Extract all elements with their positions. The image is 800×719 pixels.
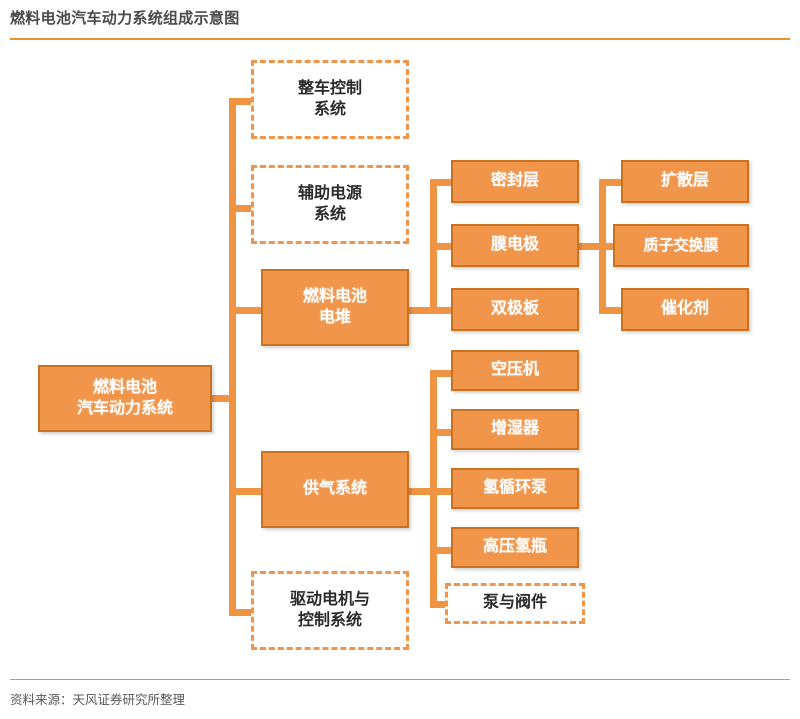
node-pumps-and-valves-label: 泵与阀件 xyxy=(482,594,547,612)
node-proton-exchange-membrane[interactable]: 质子交换膜 xyxy=(613,224,749,267)
node-hydrogen-circulation-pump-label: 氢循环泵 xyxy=(482,479,547,497)
node-bipolar-plate[interactable]: 双极板 xyxy=(451,288,579,331)
connector-right-trunk-to-catalyst xyxy=(599,307,623,314)
node-catalyst[interactable]: 催化剂 xyxy=(621,288,749,331)
node-membrane-electrode-label: 膜电极 xyxy=(490,236,539,254)
node-auxiliary-power-label: 辅助电源 系统 xyxy=(297,185,362,223)
node-vehicle-control[interactable]: 整车控制 系统 xyxy=(251,60,409,139)
node-air-compressor-label: 空压机 xyxy=(490,361,539,379)
source-note: 资料来源：天风证券研究所整理 xyxy=(10,693,186,707)
node-bipolar-plate-label: 双极板 xyxy=(490,300,539,318)
node-sealing-layer[interactable]: 密封层 xyxy=(451,160,579,203)
node-fuel-cell-stack[interactable]: 燃料电池 电堆 xyxy=(261,269,409,346)
connector-trunk-to-auxiliary-power xyxy=(229,205,257,212)
node-gas-supply-label: 供气系统 xyxy=(302,480,367,498)
connector-main-trunk xyxy=(229,98,236,616)
connector-trunk-to-drive-motor xyxy=(229,609,257,616)
node-catalyst-label: 催化剂 xyxy=(660,300,709,318)
connector-subtrunk-to-pumps-valves xyxy=(430,601,453,608)
connector-subtrunk-to-membrane-electrode xyxy=(430,243,453,250)
connector-trunk-to-fuel-cell-stack xyxy=(229,307,262,314)
connector-root-to-trunk xyxy=(210,395,236,402)
header-divider xyxy=(10,38,790,40)
page-title: 燃料电池汽车动力系统组成示意图 xyxy=(10,10,240,27)
node-hydrogen-circulation-pump[interactable]: 氢循环泵 xyxy=(451,468,579,509)
node-fuel-cell-stack-label: 燃料电池 电堆 xyxy=(302,288,367,326)
connector-subtrunk-to-air-compressor xyxy=(430,370,453,377)
node-root-label: 燃料电池 汽车动力系统 xyxy=(76,379,173,417)
connector-subtrunk-to-hydrogen-pump xyxy=(430,488,453,495)
connector-right-trunk-to-diffusion-layer xyxy=(599,179,623,186)
connector-gas-to-subtrunk xyxy=(409,488,437,495)
node-gas-supply[interactable]: 供气系统 xyxy=(261,451,409,528)
node-proton-exchange-membrane-label: 质子交换膜 xyxy=(643,236,719,254)
node-diffusion-layer[interactable]: 扩散层 xyxy=(621,160,749,203)
node-sealing-layer-label: 密封层 xyxy=(490,172,539,190)
node-drive-motor[interactable]: 驱动电机与 控制系统 xyxy=(251,571,409,650)
connector-subtrunk-to-bipolar-plate xyxy=(430,307,453,314)
node-vehicle-control-label: 整车控制 系统 xyxy=(297,80,362,118)
connector-mea-to-right-trunk xyxy=(578,243,606,250)
connector-right-trunk-to-pem xyxy=(599,243,623,250)
connector-trunk-to-vehicle-control xyxy=(229,98,257,105)
node-diffusion-layer-label: 扩散层 xyxy=(660,172,709,190)
node-root[interactable]: 燃料电池 汽车动力系统 xyxy=(38,365,212,432)
connector-stack-to-subtrunk xyxy=(409,307,437,314)
node-humidifier[interactable]: 增湿器 xyxy=(451,409,579,450)
node-high-pressure-hydrogen-tank-label: 高压氢瓶 xyxy=(482,538,547,556)
node-drive-motor-label: 驱动电机与 控制系统 xyxy=(289,591,370,629)
node-pumps-and-valves[interactable]: 泵与阀件 xyxy=(445,583,585,624)
node-auxiliary-power[interactable]: 辅助电源 系统 xyxy=(251,165,409,244)
connector-subtrunk-to-sealing-layer xyxy=(430,179,453,186)
footer-divider xyxy=(10,679,790,680)
connector-subtrunk-to-hydrogen-tank xyxy=(430,547,453,554)
node-air-compressor[interactable]: 空压机 xyxy=(451,350,579,391)
connector-subtrunk-to-humidifier xyxy=(430,429,453,436)
node-membrane-electrode[interactable]: 膜电极 xyxy=(451,224,579,267)
node-humidifier-label: 增湿器 xyxy=(490,420,539,438)
node-high-pressure-hydrogen-tank[interactable]: 高压氢瓶 xyxy=(451,527,579,568)
connector-trunk-to-gas-supply xyxy=(229,488,262,495)
